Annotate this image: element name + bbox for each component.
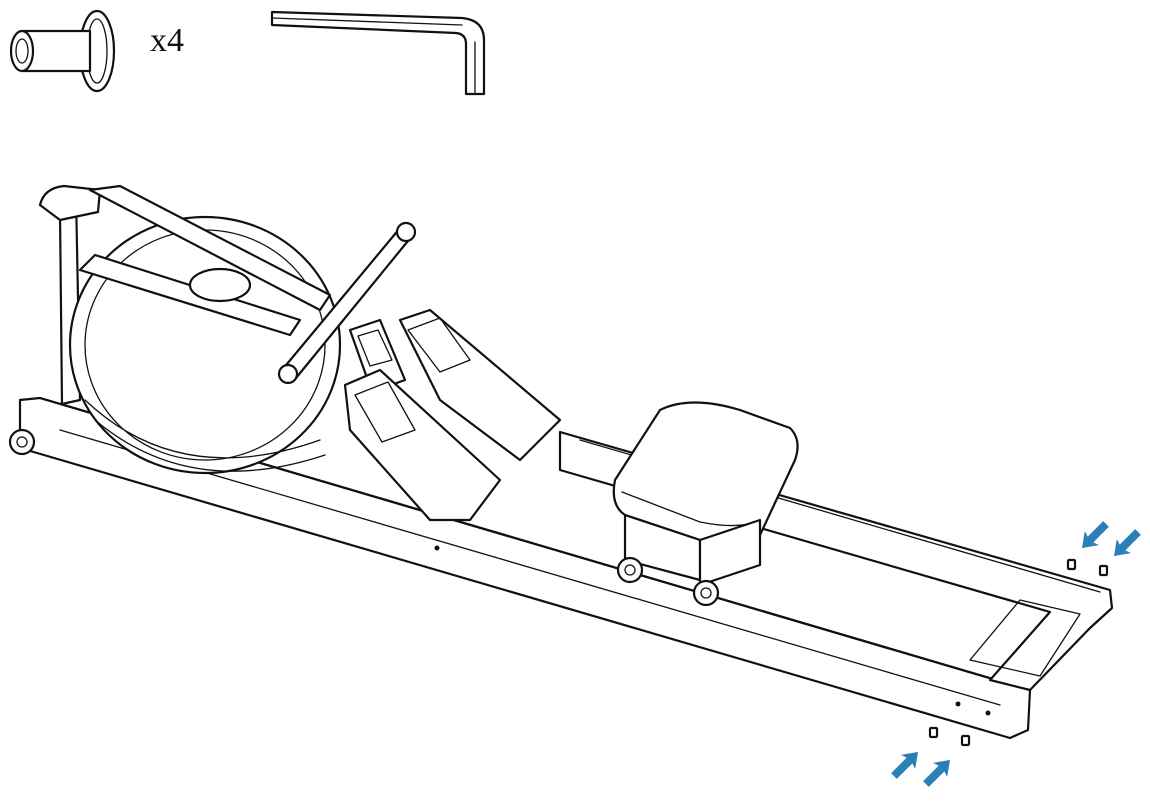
- rowing-machine-icon: [8, 184, 1114, 747]
- blue-arrow-icon: [923, 760, 950, 787]
- blue-arrow-icon: [1114, 529, 1141, 556]
- allen-wrench-icon: [270, 10, 486, 96]
- blue-arrow-icon: [891, 752, 918, 779]
- sleeve-washer-icon: [9, 9, 116, 93]
- direction-arrows: [891, 521, 1141, 787]
- quantity-label: x4: [150, 22, 184, 59]
- blue-arrow-icon: [1082, 521, 1109, 548]
